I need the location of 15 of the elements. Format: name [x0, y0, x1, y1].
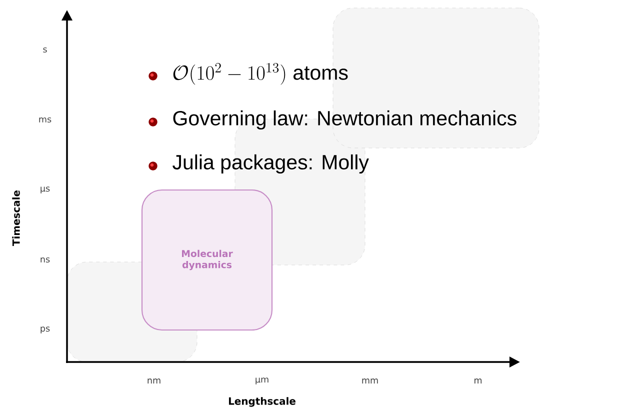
- tick-label: ps: [40, 326, 50, 334]
- axis-title: Lengthscale: [228, 397, 296, 407]
- tick-label: µs: [40, 186, 50, 194]
- tick-label: nm: [148, 378, 160, 384]
- tick-label: mm: [362, 378, 378, 384]
- tick-label: ns: [40, 257, 50, 263]
- axis-title: Timescale: [12, 190, 20, 246]
- tick-label: m: [474, 378, 482, 384]
- tick-label: µm: [256, 378, 268, 384]
- bullet-text: $\mathcal{O}(10^2-10^{13})\text{ atoms}$: [173, 62, 348, 85]
- bullet-text: Julia packages: Molly: [172, 154, 369, 174]
- method-box: Molecular dynamics: [141, 189, 273, 331]
- tick-label: s: [43, 47, 47, 53]
- tick-label: ms: [39, 117, 52, 123]
- bullet-text: Governing law: Newtonian mechanics: [173, 110, 516, 130]
